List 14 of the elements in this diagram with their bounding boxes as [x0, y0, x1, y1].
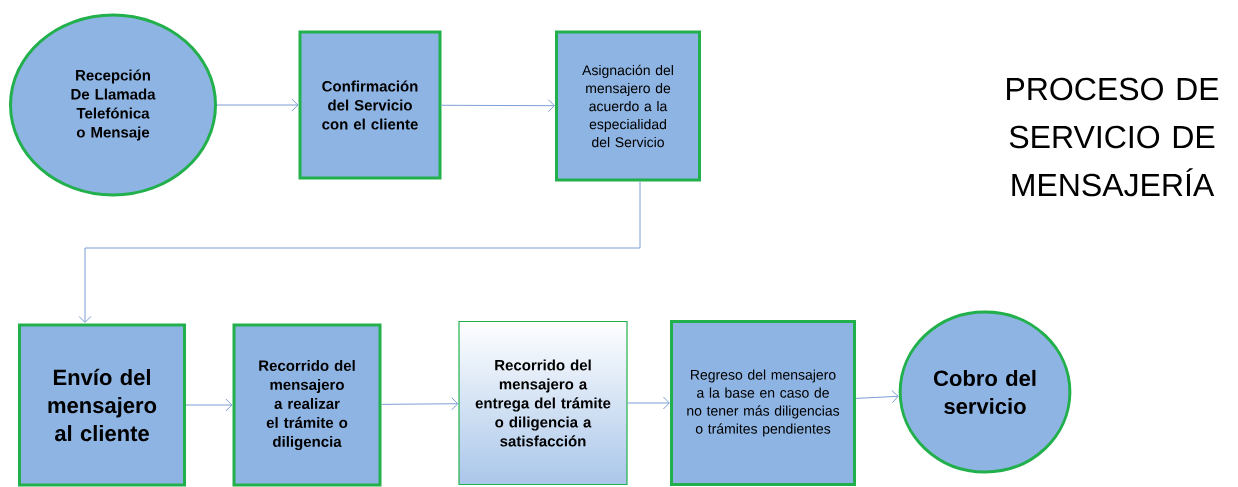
process-box: Confirmación del Servicio con el cliente: [298, 30, 442, 180]
title: PROCESO DE SERVICIO DE MENSAJERÍA: [1007, 77, 1219, 197]
arrow: [627, 396, 670, 410]
arrow: [216, 98, 299, 112]
process-box: Asignación del mensajero de acuerdo a la especialidad del Servicio: [555, 30, 701, 182]
process-box: Recorrido del mensajero a entrega del trámite o diligencia a satisfacción: [458, 320, 628, 486]
process-box: Recorrido del mensajero a realizar el trámite o diligencia: [232, 323, 382, 487]
arrow: [78, 181, 641, 323]
arrow: [381, 397, 459, 411]
arrow: [441, 99, 555, 113]
process-box: Envío del mensajero al cliente: [18, 323, 186, 487]
arrow: [185, 398, 233, 412]
process-box: Regreso del mensajero a la base en caso de no tener más diligencias o trámites pendientes: [670, 320, 856, 486]
arrow: [855, 390, 899, 404]
